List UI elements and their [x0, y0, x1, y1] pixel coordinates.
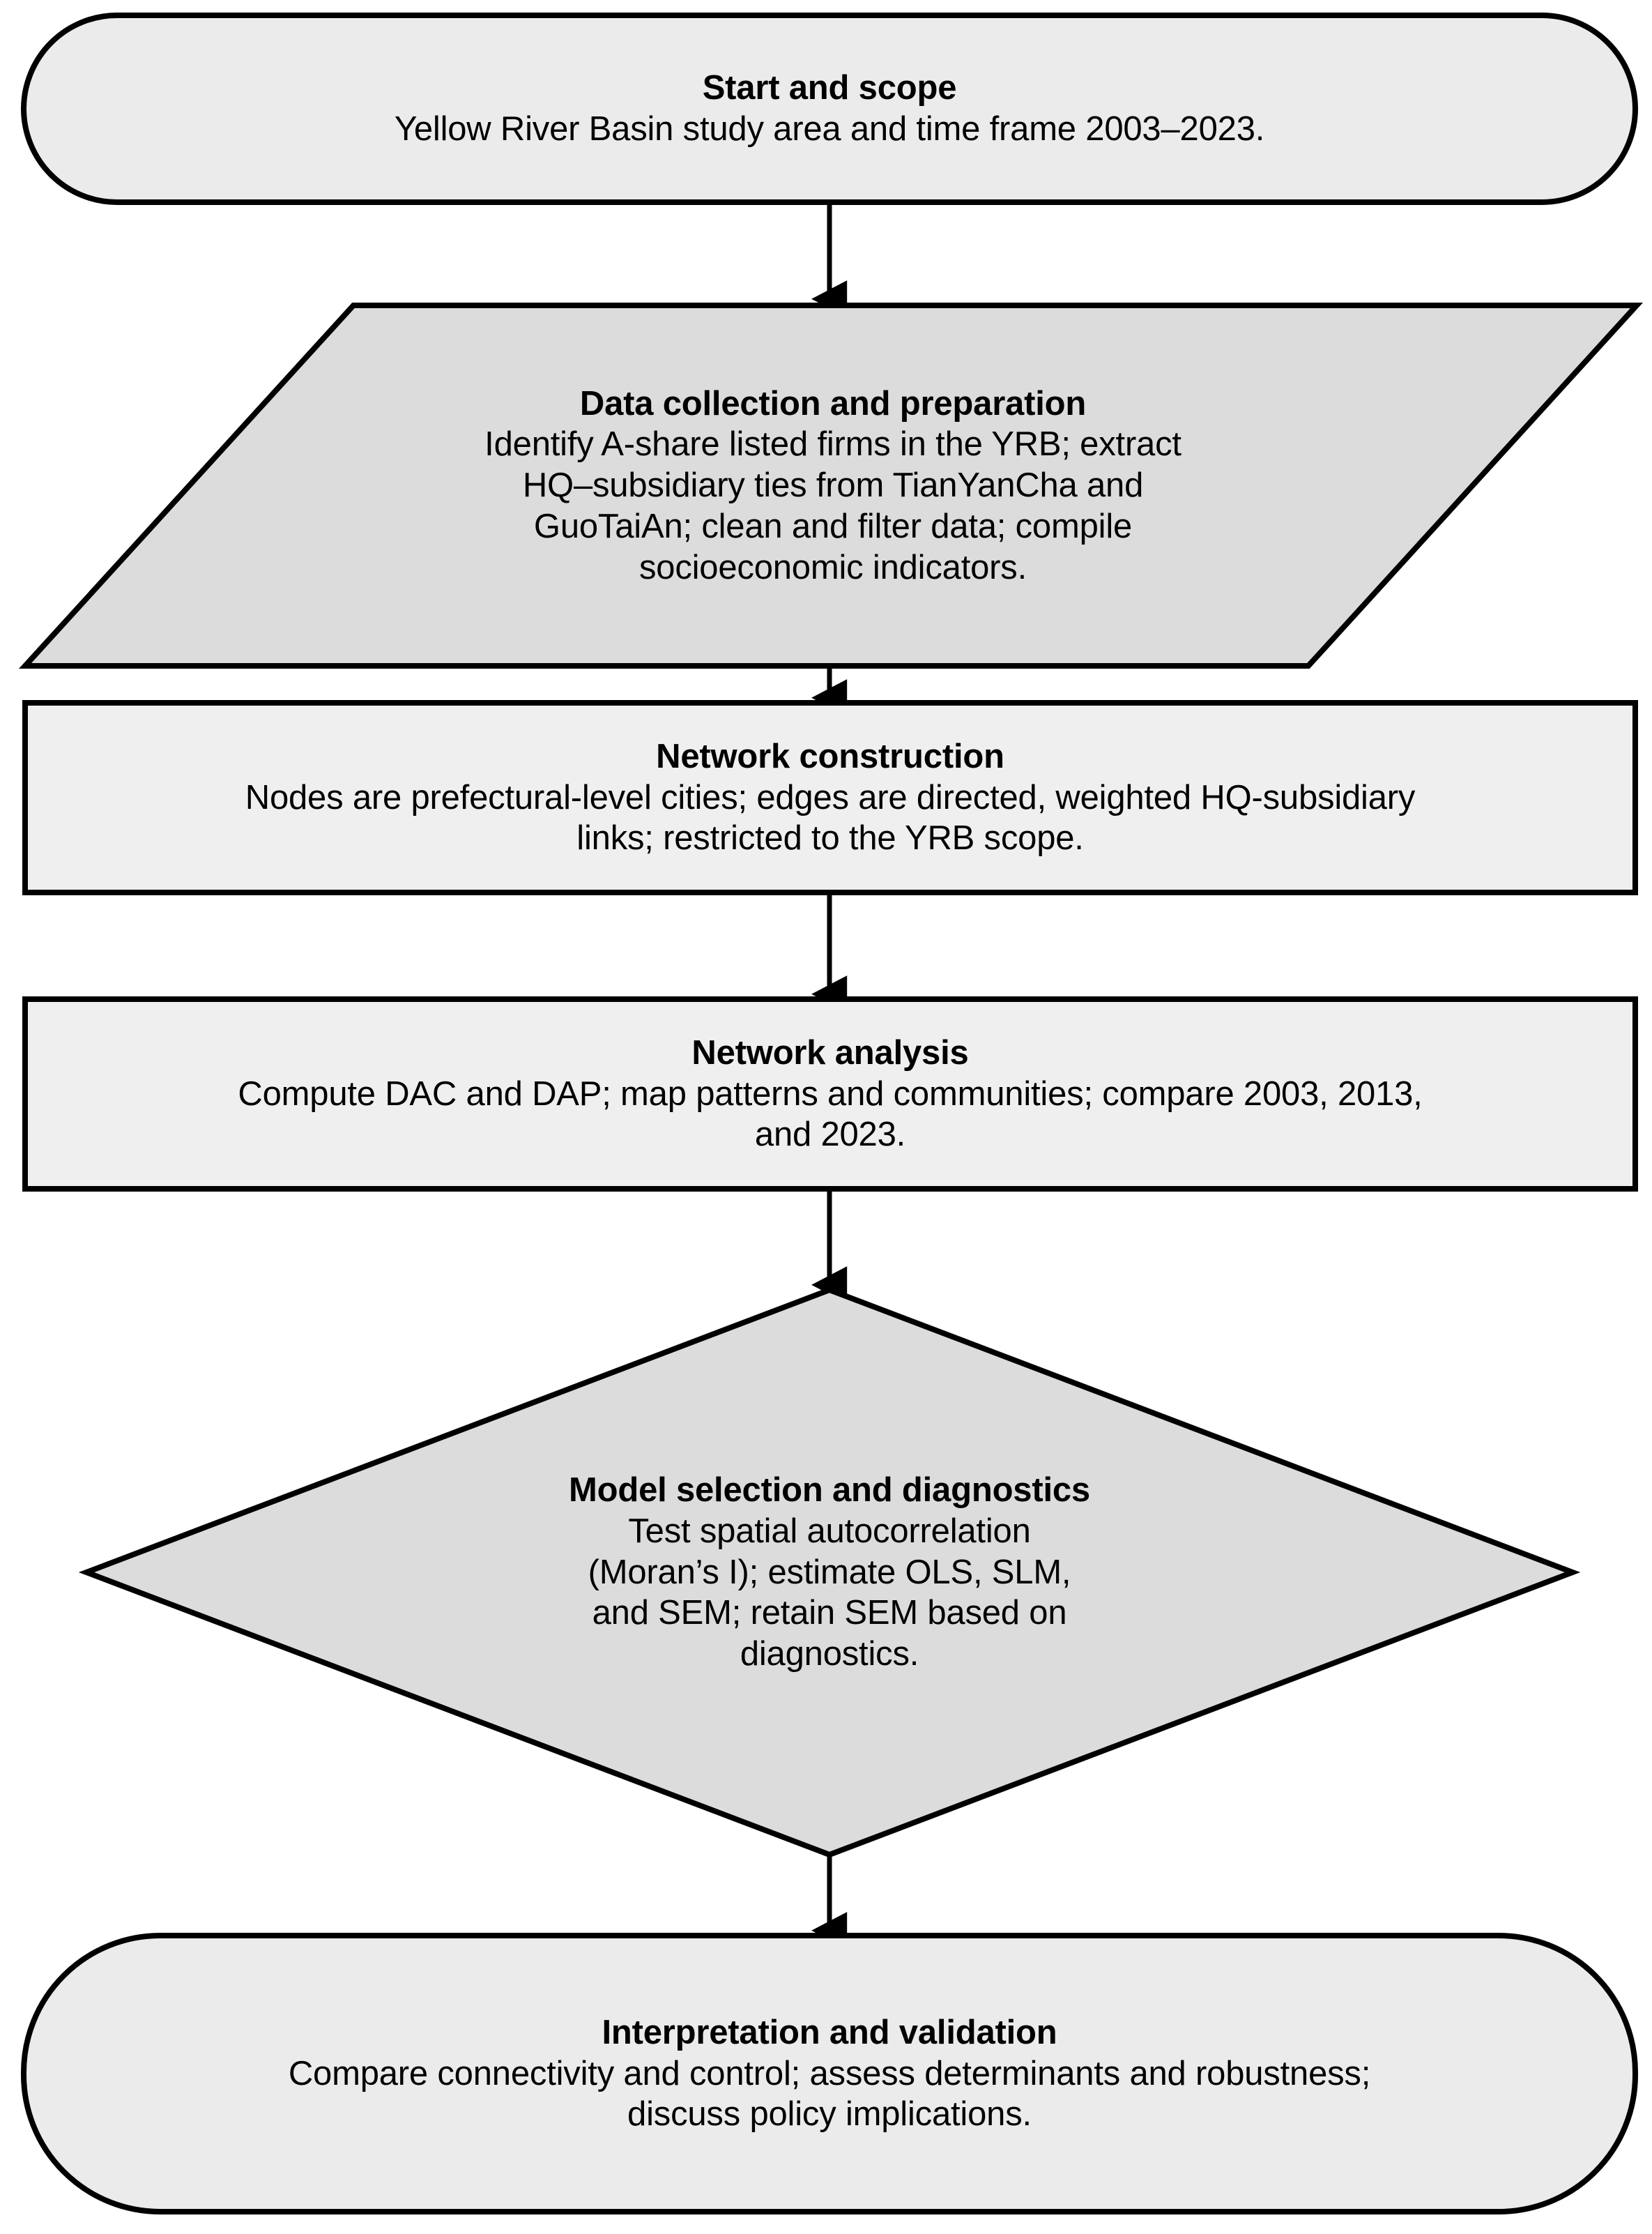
node-shape-network-construction[interactable]: [22, 700, 1638, 895]
node-shape-model-selection-and-diagnostics[interactable]: [78, 1286, 1581, 1858]
node-shape-network-analysis[interactable]: [22, 996, 1638, 1192]
node-shape-interpretation-and-validation[interactable]: [21, 1933, 1638, 2214]
node-shape-data-collection-and-preparation[interactable]: [18, 303, 1644, 669]
node-shape-start-and-scope[interactable]: [21, 13, 1638, 205]
